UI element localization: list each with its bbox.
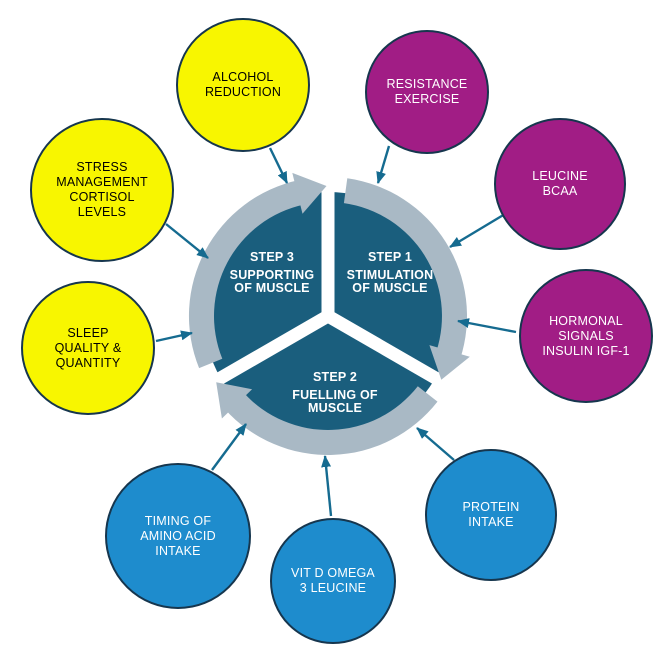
cycle-arrowhead-left-icon [216,382,253,419]
arrow-resistance-exercise-icon [376,145,391,184]
connector-arrows [155,145,517,517]
arrow-hormonal-signals-icon [457,318,517,334]
cycle-arc-step2 [224,386,438,455]
arrow-leucine-bcaa-icon [449,212,506,249]
arrow-stress-management-icon [165,223,209,259]
cycle-arrowhead-top-icon [292,172,327,214]
wedge-divider-left [194,310,332,397]
step3-title: STEP 3 [249,250,295,264]
step1-title: STEP 1 [367,250,413,264]
step2-title: STEP 2 [312,370,358,384]
arrow-timing-amino-acid-icon [211,423,247,471]
cycle-arc-step3 [188,180,305,369]
wedge-divider-right [324,310,462,397]
arrow-sleep-quality-icon [155,330,193,343]
cycle-arrowhead-right-icon [429,345,470,380]
arrow-protein-intake-icon [416,427,455,461]
cycle-arc-step1 [343,178,468,359]
step-cycle [188,164,470,455]
arrow-vit-d-omega-icon [321,455,333,517]
arrow-alcohol-reduction-icon [268,147,289,184]
